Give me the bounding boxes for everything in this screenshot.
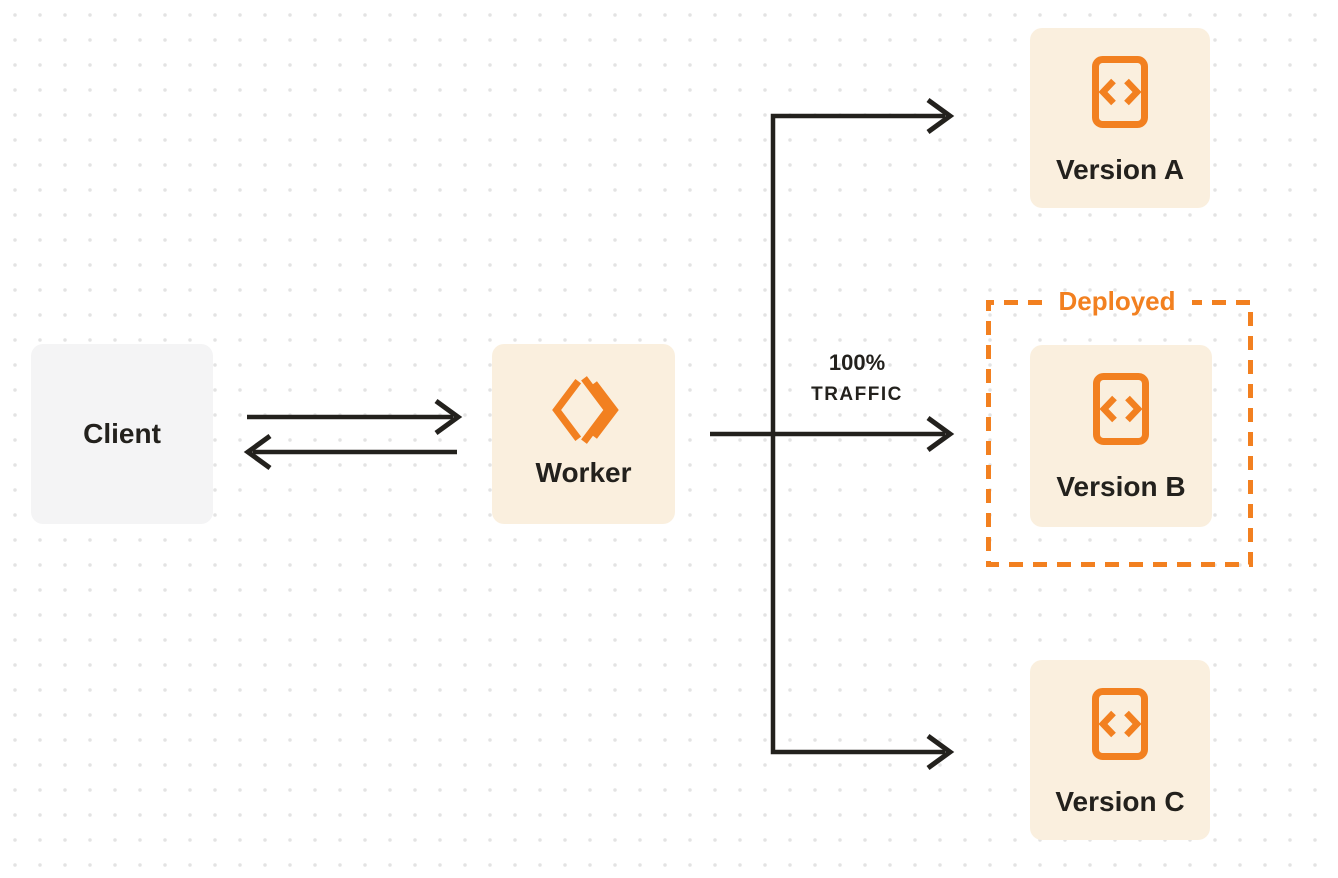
traffic-percent-label: 100%: [828, 350, 886, 375]
node-client: Client: [31, 344, 213, 524]
worker-label: Worker: [535, 457, 632, 488]
arrowhead-branch-to-version-c: [926, 733, 955, 771]
node-worker: Worker: [492, 344, 675, 524]
traffic-word-label: TRAFFIC: [811, 384, 903, 405]
branch-line: [770, 113, 945, 755]
node-version-c: Version C: [1030, 660, 1210, 840]
arrowhead-worker-to-client: [243, 433, 272, 471]
code-file-icon: [1092, 56, 1148, 128]
deployed-region-label: Deployed: [1058, 286, 1176, 316]
arrowhead-client-to-worker: [434, 398, 463, 436]
traffic-annotation: 100% TRAFFIC: [767, 349, 947, 408]
code-file-icon: [1093, 373, 1149, 445]
node-version-a: Version A: [1030, 28, 1210, 208]
client-label: Client: [83, 418, 161, 449]
arrowhead-branch-to-version-a: [926, 97, 955, 135]
version-b-label: Version B: [1056, 471, 1186, 502]
version-c-label: Version C: [1055, 786, 1185, 817]
code-file-icon: [1092, 688, 1148, 760]
workers-logo-icon: [548, 374, 620, 446]
node-version-b: Version B: [1030, 345, 1212, 527]
arrowhead-worker-to-version-b: [926, 415, 955, 453]
version-a-label: Version A: [1055, 154, 1185, 185]
